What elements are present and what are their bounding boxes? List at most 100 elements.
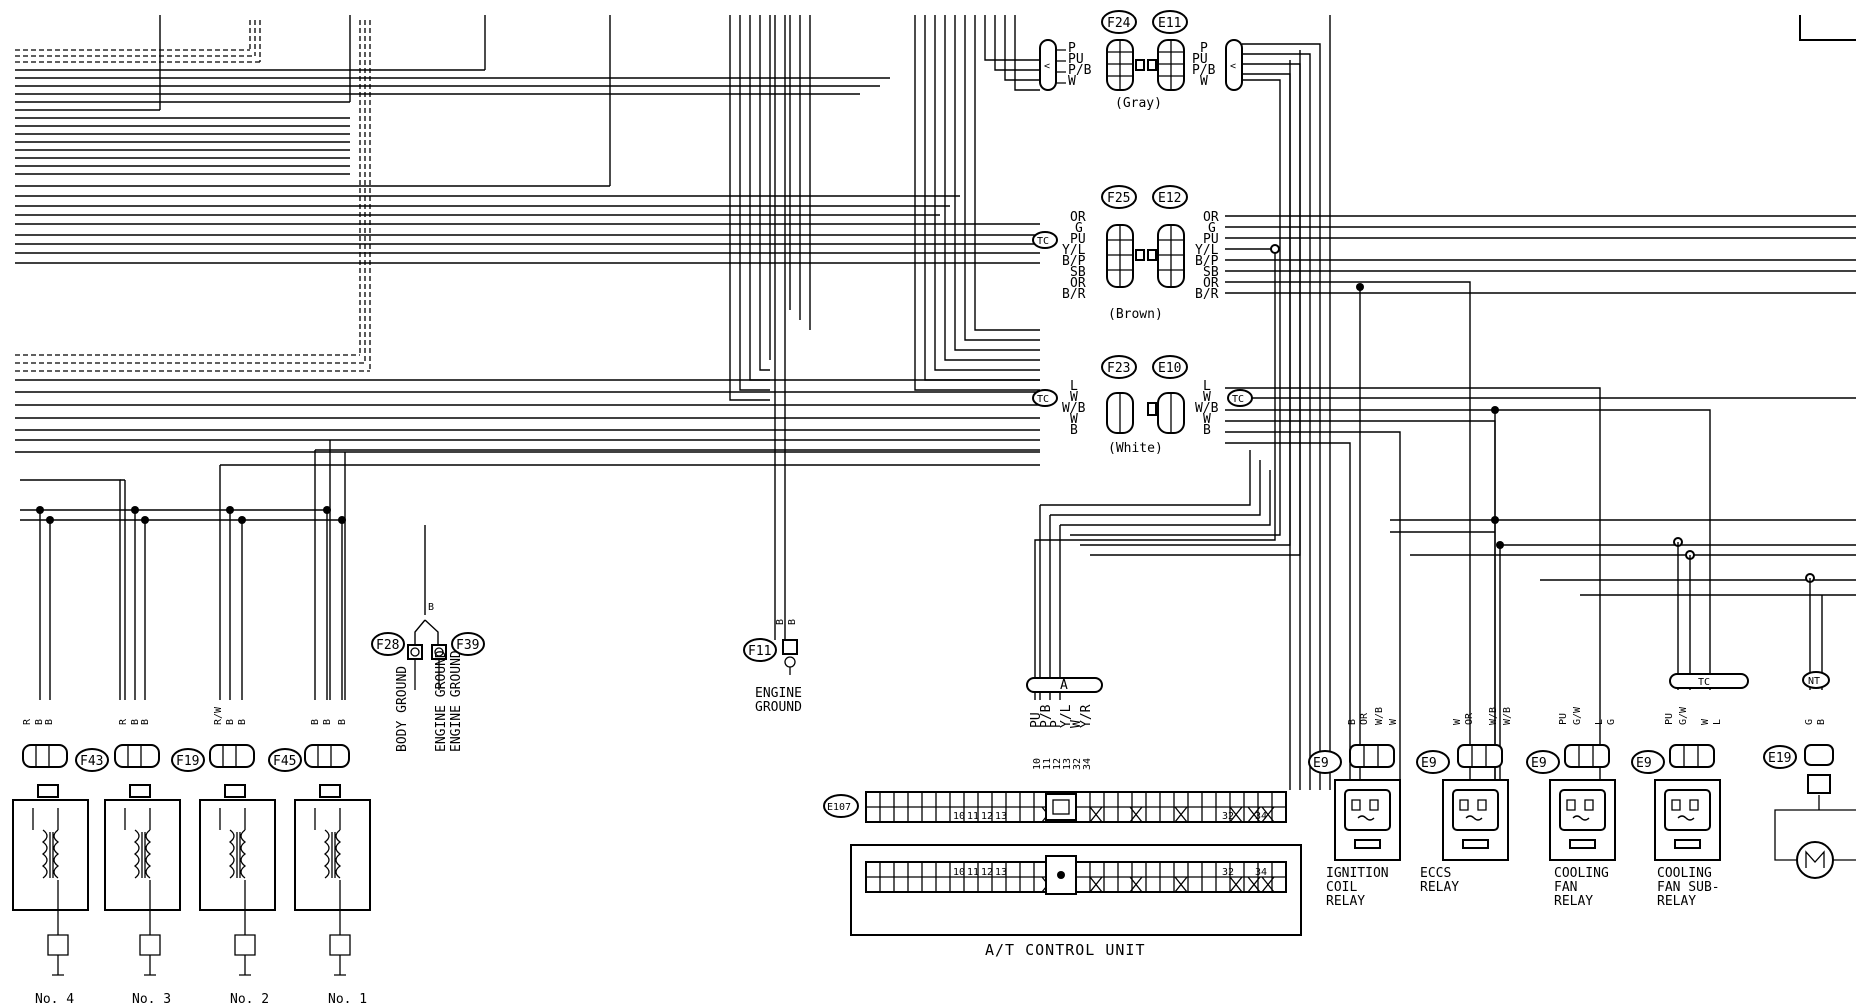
gray-right-wires <box>1242 15 1331 790</box>
pin-x-mark <box>1089 876 1103 893</box>
wire-label: P <box>1068 41 1076 56</box>
svg-text:B: B <box>1203 423 1211 438</box>
svg-text:PU: PU <box>1203 232 1219 247</box>
at-control-unit: A PU P/B P Y/L W Y/R 10 11 12 13 32 34 E… <box>823 677 1302 959</box>
svg-text:RELAY: RELAY <box>1554 894 1593 909</box>
svg-text:13: 13 <box>995 867 1007 878</box>
wire-label: P/B <box>1068 63 1092 78</box>
pin-x-mark <box>1129 876 1143 893</box>
svg-text:G: G <box>1804 719 1815 725</box>
svg-text:TC: TC <box>1037 394 1049 405</box>
svg-text:P/B: P/B <box>1192 63 1216 78</box>
svg-text:RELAY: RELAY <box>1420 880 1459 895</box>
svg-text:34: 34 <box>1082 758 1093 770</box>
svg-text:OR: OR <box>1070 210 1086 225</box>
connector-color-gray: (Gray) <box>1115 96 1162 111</box>
body-ground-label: BODY GROUND <box>395 666 410 752</box>
brown-right-wires <box>1034 215 1856 790</box>
connector-a-label: A <box>1060 678 1068 693</box>
pin-x-mark <box>1229 806 1243 823</box>
svg-text:B: B <box>775 619 786 625</box>
svg-text:B: B <box>1816 719 1827 725</box>
connector-color-brown: (Brown) <box>1108 307 1163 322</box>
svg-text:B/P: B/P <box>1195 254 1219 269</box>
svg-text:G: G <box>1075 221 1083 236</box>
svg-text:R: R <box>22 718 33 725</box>
svg-text:<: < <box>1230 61 1236 72</box>
coil-wire-labels: R B B R B B R/W B B B B B <box>22 706 348 725</box>
coil-no1-label: No. 1 <box>328 992 367 1007</box>
svg-text:B/P: B/P <box>1062 254 1086 269</box>
svg-text:OR: OR <box>1359 712 1370 725</box>
fan-motor <box>1774 744 1856 879</box>
ignition-coil-relay-label: IGNITION <box>1326 866 1389 881</box>
svg-text:W/B: W/B <box>1488 707 1499 725</box>
svg-text:COIL: COIL <box>1326 880 1357 895</box>
f11-engine-ground: B B F11 ENGINE GROUND <box>743 15 802 715</box>
white-right-wire-labels: L W W/B W B <box>1195 379 1219 438</box>
ground-wire-label: B <box>428 602 434 613</box>
svg-text:W: W <box>1070 390 1078 405</box>
svg-text:PU: PU <box>1664 713 1675 725</box>
relay <box>1549 744 1616 861</box>
svg-text:W: W <box>1203 412 1211 427</box>
svg-text:B/R: B/R <box>1195 287 1219 302</box>
svg-text:PU: PU <box>1192 52 1208 67</box>
svg-text:P/B: P/B <box>1039 704 1054 728</box>
connector-label-e11: E11 <box>1158 16 1181 31</box>
svg-text:11: 11 <box>967 867 979 878</box>
svg-text:G/W: G/W <box>1678 706 1689 725</box>
svg-text:B: B <box>44 719 55 725</box>
pin-x-mark <box>1229 876 1243 893</box>
nt-label: NT <box>1808 676 1820 687</box>
engine-ground-vertical-label: ENGINE GROUND <box>434 650 449 752</box>
at-control-unit-label: A/T CONTROL UNIT <box>985 941 1146 959</box>
connector-label-f43: F43 <box>80 754 103 769</box>
svg-text:13: 13 <box>1062 758 1073 770</box>
svg-text:<: < <box>1044 61 1050 72</box>
svg-text:13: 13 <box>995 811 1007 822</box>
connector-label-e107: E107 <box>827 802 851 813</box>
connector-label-e12: E12 <box>1158 191 1181 206</box>
coil-no3-label: No. 3 <box>132 992 171 1007</box>
svg-text:W: W <box>1452 718 1463 725</box>
engine-ground-label-2: GROUND <box>755 700 802 715</box>
ecu-wire-labels: PU P/B P Y/L W Y/R <box>1029 704 1094 728</box>
svg-text:SB: SB <box>1070 265 1086 280</box>
wire-label: W <box>1068 74 1076 89</box>
pin-x-mark <box>1247 876 1261 893</box>
connector-label-f45: F45 <box>273 754 296 769</box>
svg-text:B: B <box>34 719 45 725</box>
svg-text:B: B <box>1347 719 1358 725</box>
ignition-coil <box>104 744 181 976</box>
svg-text:B: B <box>1070 423 1078 438</box>
svg-text:B: B <box>337 719 348 725</box>
svg-text:L: L <box>1712 719 1723 725</box>
svg-text:OR: OR <box>1464 712 1475 725</box>
svg-text:L: L <box>1594 719 1605 725</box>
connector-white: F23 E10 TC L W W/B W B L W W/B W B TC (W… <box>1032 355 1253 456</box>
white-left-wire-labels: L W W/B W B <box>1062 379 1086 438</box>
connector-label-e9-ign: E9 <box>1313 756 1329 771</box>
connector-label-f19: F19 <box>176 754 199 769</box>
svg-text:B: B <box>322 719 333 725</box>
coil-number-labels: No. 4 No. 3 No. 2 No. 1 <box>35 992 367 1007</box>
svg-text:RELAY: RELAY <box>1326 894 1365 909</box>
svg-text:SB: SB <box>1203 265 1219 280</box>
svg-text:11: 11 <box>967 811 979 822</box>
relay <box>1654 744 1721 861</box>
ignition-coil <box>294 744 371 976</box>
svg-text:W/B: W/B <box>1502 707 1513 725</box>
svg-text:12: 12 <box>981 867 993 878</box>
svg-text:G: G <box>1208 221 1216 236</box>
brown-right-wire-labels: OR G PU Y/L B/P SB OR B/R <box>1195 210 1219 302</box>
svg-text:32: 32 <box>1072 758 1083 770</box>
svg-text:10: 10 <box>953 811 965 822</box>
coil-connector-labels: F43 F19 F45 <box>75 748 302 772</box>
coil-units <box>12 744 371 976</box>
svg-text:12: 12 <box>1052 758 1063 770</box>
connector-label-e10: E10 <box>1158 361 1181 376</box>
svg-text:P: P <box>1200 41 1208 56</box>
svg-text:34: 34 <box>1255 867 1267 878</box>
